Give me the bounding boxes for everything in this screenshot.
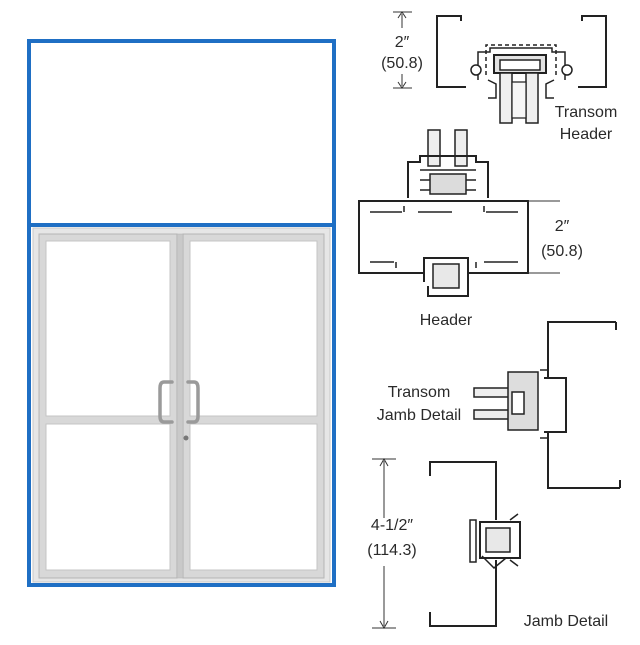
jamb-dimension: [372, 457, 396, 630]
header-dimension: [528, 200, 560, 274]
header-label: Header: [420, 312, 473, 329]
transom-jamb-label-1: Transom: [388, 384, 451, 401]
jamb-dim-mm: (114.3): [367, 542, 417, 559]
transom-frame: [27, 39, 336, 227]
door-elevation: [27, 39, 336, 587]
door-outer-frame: [27, 223, 336, 587]
transom-jamb-detail: [473, 321, 621, 489]
transom-header-dimension: [393, 11, 412, 89]
right-pull-handle: [186, 380, 200, 424]
meeting-stile: [176, 233, 184, 579]
lock-cylinder: [183, 435, 189, 441]
transom-header-label-1: Transom: [555, 104, 618, 121]
left-pull-handle: [158, 380, 174, 424]
header-dim-mm: (50.8): [541, 243, 583, 260]
transom-header-dim-mm: (50.8): [381, 55, 423, 72]
right-door-glass-lower: [189, 423, 318, 571]
left-door-glass-lower: [45, 423, 171, 571]
right-door-glass-upper: [189, 240, 318, 417]
transom-header-detail: [436, 15, 607, 124]
header-detail: [358, 129, 529, 297]
transom-header-dim-in: 2″: [395, 34, 410, 51]
transom-jamb-label-2: Jamb Detail: [377, 407, 461, 424]
header-dim-in: 2″: [555, 218, 570, 235]
transom-header-label-2: Header: [560, 126, 613, 143]
left-door-glass-upper: [45, 240, 171, 417]
jamb-detail: [429, 461, 521, 627]
jamb-dim-in: 4-1/2″: [371, 517, 413, 534]
jamb-label: Jamb Detail: [524, 613, 608, 630]
